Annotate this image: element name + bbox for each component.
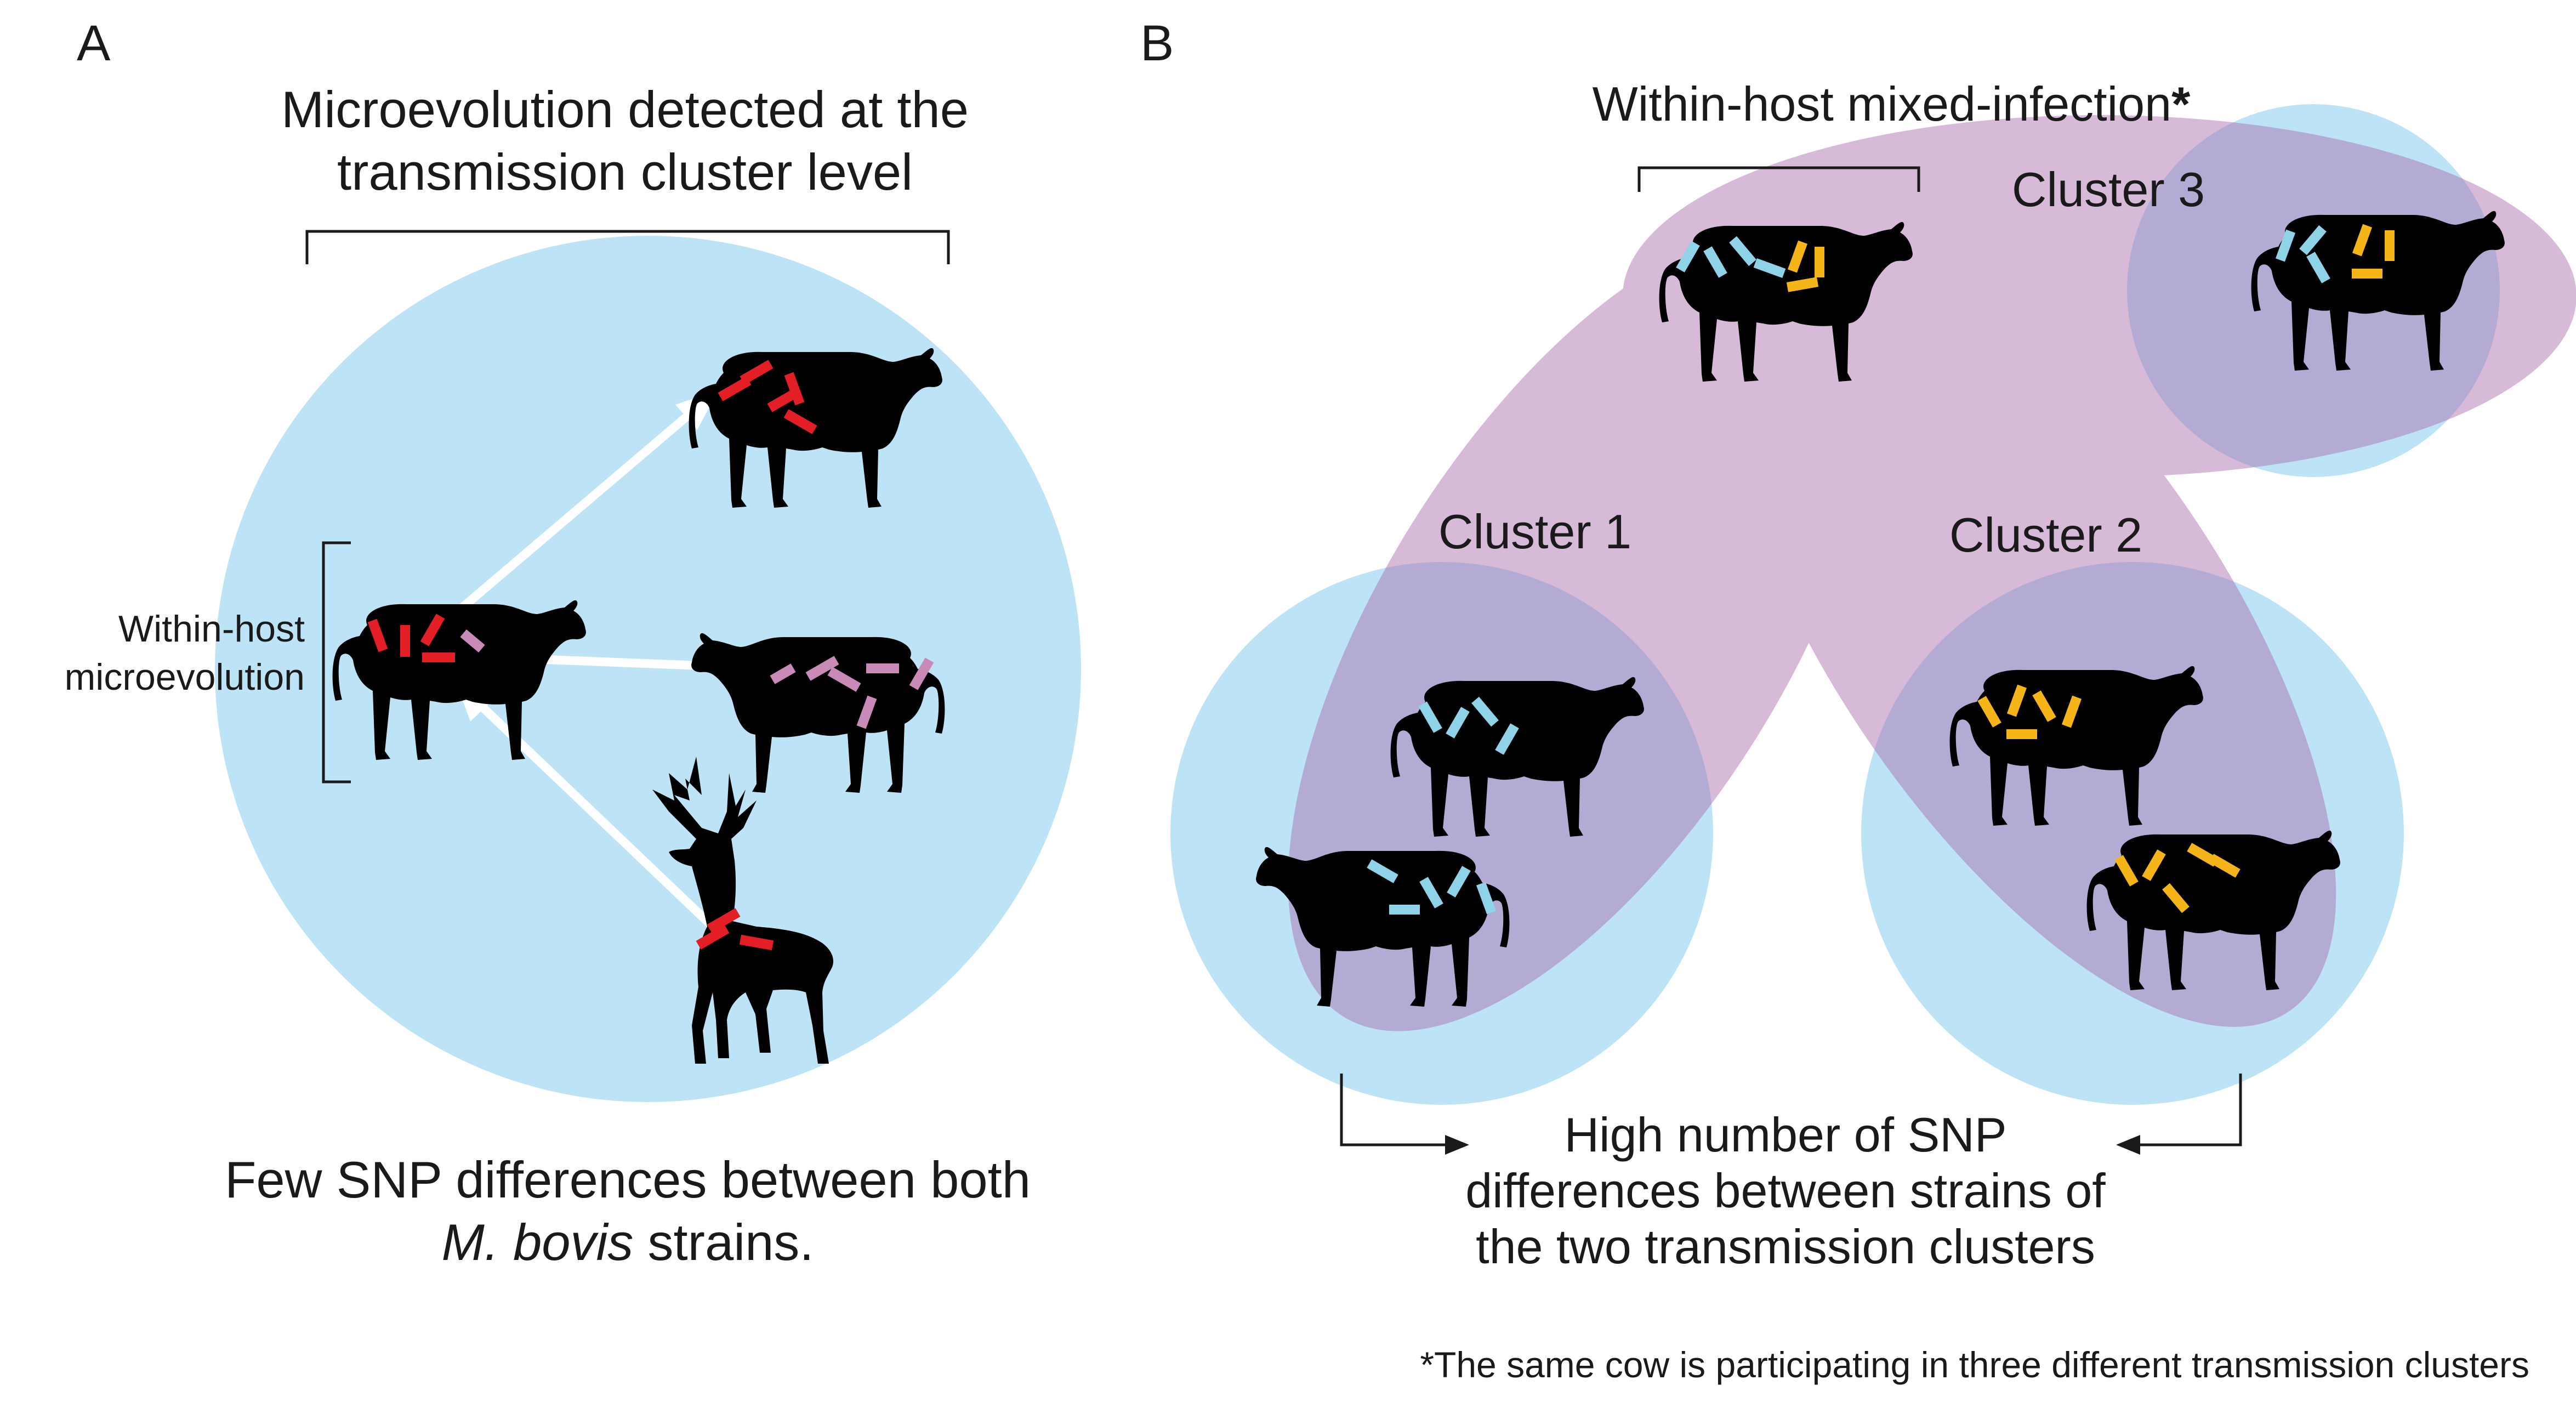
cow-silhouette-icon bbox=[1256, 847, 1510, 1007]
panel-a-letter: A bbox=[77, 15, 111, 71]
panel-b-letter: B bbox=[1140, 15, 1174, 71]
strain-bar bbox=[2299, 225, 2327, 256]
strain-bar bbox=[2032, 690, 2056, 722]
strain-bar bbox=[827, 667, 861, 692]
cow-silhouette-icon bbox=[2086, 830, 2340, 990]
within-host-label-line2: microevolution bbox=[65, 656, 305, 698]
within-host-label-line1: Within-host bbox=[118, 608, 305, 650]
cluster2-label: Cluster 2 bbox=[1949, 508, 2142, 562]
strain-bar bbox=[1419, 877, 1443, 909]
mixed-infection-label: Within-host mixed-infection* bbox=[1593, 77, 2191, 131]
strain-bar bbox=[367, 618, 388, 652]
cow-silhouette-icon bbox=[332, 600, 586, 760]
strain-bar bbox=[1787, 240, 1808, 273]
panel-a-caption-line2: M. bovis strains. bbox=[441, 1213, 814, 1271]
strain-bar bbox=[739, 934, 774, 951]
panel-a-title-line1: Microevolution detected at the bbox=[281, 81, 969, 138]
panel-a: A Microevolution detected at the transmi… bbox=[65, 15, 1081, 1271]
strain-bar bbox=[866, 663, 899, 673]
strain-bar bbox=[2306, 252, 2330, 283]
panel-b-footnote: *The same cow is participating in three … bbox=[1420, 1344, 2529, 1385]
title-bracket bbox=[305, 230, 950, 264]
strain-bar bbox=[784, 372, 805, 406]
deer-silhouette-icon bbox=[652, 757, 833, 1064]
strain-bar bbox=[1786, 277, 1819, 292]
caption-suffix: strains. bbox=[633, 1213, 814, 1271]
strain-bar bbox=[783, 409, 817, 434]
strain-bar bbox=[2352, 224, 2373, 257]
strain-bar bbox=[2352, 269, 2382, 279]
strain-bar bbox=[856, 695, 877, 729]
strain-bar bbox=[2209, 854, 2241, 878]
mixed-infection-text: Within-host mixed-infection bbox=[1593, 77, 2171, 131]
panel-b-caption-line3: the two transmission clusters bbox=[1476, 1219, 2095, 1274]
connector-right bbox=[2138, 1074, 2242, 1146]
cluster2-ellipse bbox=[1720, 223, 2336, 1027]
strain-bar bbox=[2385, 230, 2395, 261]
strain-bar bbox=[2006, 684, 2027, 717]
strain-bar bbox=[1703, 246, 1727, 278]
strain-bar bbox=[460, 629, 485, 653]
panel-a-caption-line1: Few SNP differences between both bbox=[225, 1151, 1031, 1208]
strain-bar bbox=[1753, 258, 1786, 279]
cow-silhouette-icon bbox=[1659, 222, 1913, 382]
strain-bar bbox=[1676, 241, 1700, 272]
cluster3-label: Cluster 3 bbox=[2012, 162, 2205, 217]
cluster3-ellipse bbox=[1623, 115, 2576, 477]
strain-bar bbox=[707, 908, 741, 933]
strain-bar bbox=[740, 360, 774, 385]
connector-left bbox=[1340, 1074, 1447, 1146]
caption-connectors bbox=[1340, 1074, 2242, 1155]
mixed-infection-asterisk: * bbox=[2171, 77, 2191, 131]
cow-silhouette-icon bbox=[2251, 211, 2505, 371]
strain-bar bbox=[909, 657, 934, 690]
strain-bar bbox=[1495, 723, 1519, 755]
strain-bar bbox=[1729, 236, 1756, 266]
strain-bar bbox=[2142, 849, 2166, 881]
strain-bar bbox=[2006, 729, 2037, 739]
strain-bar bbox=[400, 625, 410, 657]
strain-bar bbox=[2162, 883, 2190, 913]
strain-bar bbox=[422, 652, 455, 662]
connector-right-head bbox=[2116, 1135, 2140, 1155]
strain-bar bbox=[770, 663, 796, 684]
strain-bar bbox=[1447, 866, 1471, 898]
strain-bar bbox=[1977, 696, 2001, 728]
cow-silhouette-icon bbox=[691, 633, 945, 793]
arrow-to-top-cow bbox=[435, 405, 700, 632]
panel-a-title-line2: transmission cluster level bbox=[337, 143, 913, 201]
strain-bar bbox=[1418, 701, 1442, 733]
panel-b-caption-line2: differences between strains of bbox=[1465, 1163, 2106, 1218]
strain-bar bbox=[1367, 859, 1398, 883]
strain-bar bbox=[718, 376, 752, 401]
cow-silhouette-icon bbox=[1390, 677, 1644, 837]
cluster1-label: Cluster 1 bbox=[1438, 504, 1631, 559]
strain-bar bbox=[1476, 882, 1497, 915]
panel-b: B Within-host mixed-infection* Cluster 3… bbox=[1140, 15, 2576, 1385]
strain-bar bbox=[2275, 229, 2296, 262]
transmission-cluster-circle bbox=[215, 236, 1081, 1102]
strain-bar bbox=[420, 614, 445, 646]
strain-bar bbox=[1815, 247, 1824, 277]
strain-bar bbox=[2061, 695, 2082, 728]
within-host-bracket bbox=[322, 541, 351, 784]
transmission-ellipses bbox=[1288, 115, 2576, 1031]
panel-b-caption-line1: High number of SNP bbox=[1564, 1108, 2006, 1162]
strain-bar bbox=[1389, 905, 1420, 915]
strain-bar bbox=[696, 924, 730, 950]
strain-bar bbox=[1446, 707, 1470, 739]
strain-bar bbox=[1471, 696, 1499, 727]
strain-bar bbox=[805, 656, 839, 681]
connector-left-head bbox=[1445, 1135, 1469, 1155]
mixed-infection-bracket bbox=[1637, 166, 1920, 192]
species-name: M. bovis bbox=[441, 1213, 633, 1271]
cow-silhouette-icon bbox=[1949, 666, 2203, 826]
cow-silhouette-icon bbox=[689, 348, 942, 508]
strain-bar bbox=[2114, 855, 2139, 887]
